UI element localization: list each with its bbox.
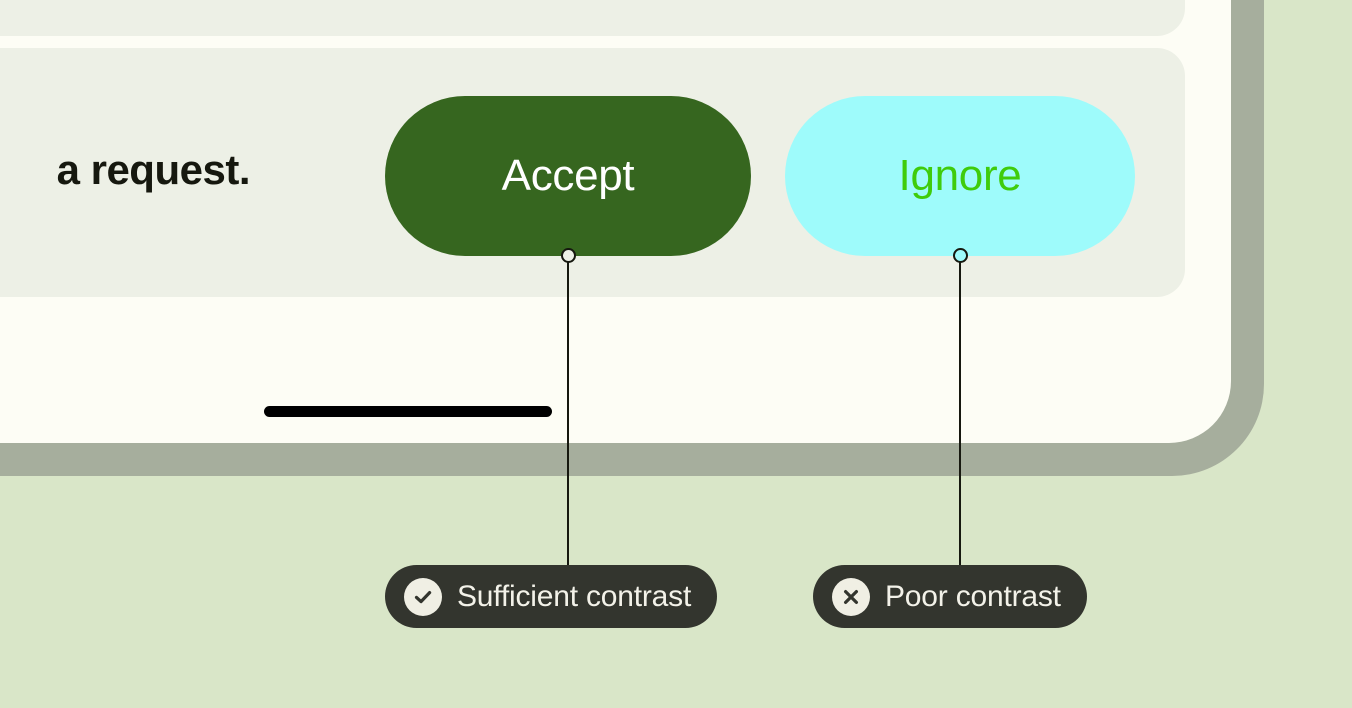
check-circle-icon — [404, 577, 442, 616]
callout-connector-accept — [560, 248, 576, 568]
annotation-chip-label: Sufficient contrast — [457, 579, 692, 613]
annotation-chip-label: Poor contrast — [885, 579, 1061, 613]
x-circle-icon — [832, 577, 870, 616]
callout-stem — [959, 261, 961, 568]
callout-connector-ignore — [952, 248, 968, 568]
annotation-chip-sufficient: Sufficient contrast — [385, 565, 718, 628]
ignore-button[interactable]: Ignore — [785, 96, 1135, 256]
request-message-text: a request. — [56, 146, 251, 193]
annotation-chip-poor: Poor contrast — [813, 565, 1087, 628]
home-indicator[interactable] — [264, 406, 552, 417]
accept-button[interactable]: Accept — [385, 96, 751, 256]
callout-stem — [567, 261, 569, 568]
upper-content-panel — [0, 0, 1185, 36]
